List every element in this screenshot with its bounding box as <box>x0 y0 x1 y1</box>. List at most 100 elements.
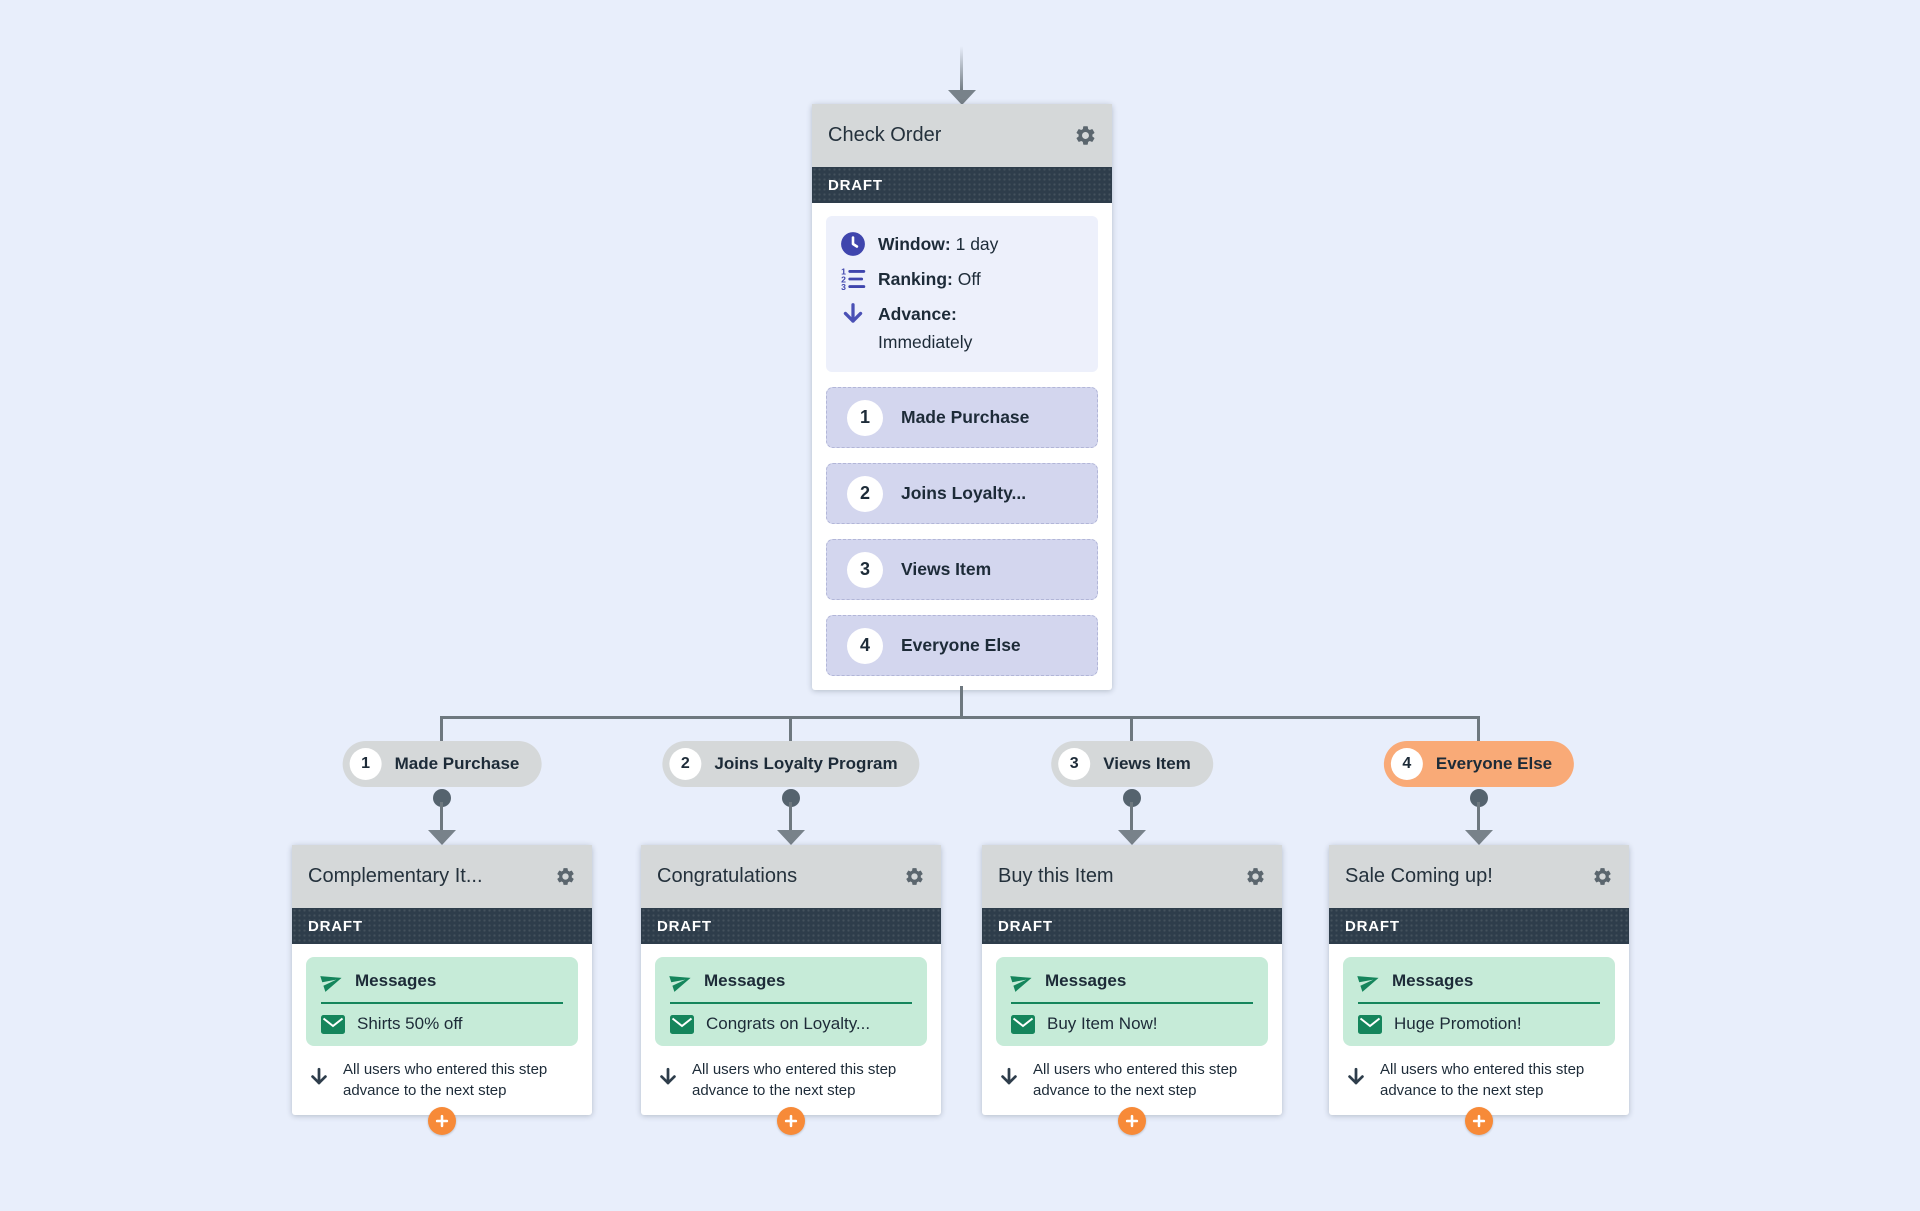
connector-stub-2 <box>789 716 792 743</box>
connector-drop-line-3 <box>1130 802 1133 832</box>
add-step-button[interactable] <box>1465 1107 1493 1135</box>
message-node-header[interactable]: Buy this Item <box>982 845 1282 908</box>
messages-panel[interactable]: Messages Huge Promotion! <box>1343 957 1615 1046</box>
setting-window-label: Window: <box>878 234 951 254</box>
message-status-badge: DRAFT <box>982 908 1282 944</box>
envelope-icon <box>1358 1014 1382 1034</box>
messages-header: Messages <box>1010 970 1253 992</box>
advance-down-arrow-icon <box>1345 1066 1369 1088</box>
gear-icon <box>556 868 574 885</box>
connector-stub-1 <box>440 716 443 743</box>
messages-section-label: Messages <box>1392 971 1474 990</box>
trigger-branch-row-4[interactable]: 4 Everyone Else <box>826 615 1098 676</box>
message-status-badge: DRAFT <box>1329 908 1629 944</box>
add-step-button[interactable] <box>428 1107 456 1135</box>
envelope-icon <box>1011 1014 1035 1034</box>
pill-label: Everyone Else <box>1435 754 1553 773</box>
branch-pill-made-purchase[interactable]: 1 Made Purchase <box>342 741 542 787</box>
trigger-settings-button[interactable] <box>1073 124 1097 148</box>
messages-divider <box>1358 1002 1600 1004</box>
connector-stub-3 <box>1130 716 1133 743</box>
message-settings-button[interactable] <box>1243 865 1267 889</box>
connector-arrowhead-1-icon <box>428 830 456 845</box>
message-row[interactable]: Congrats on Loyalty... <box>670 1014 912 1034</box>
message-settings-button[interactable] <box>902 865 926 889</box>
messages-header: Messages <box>1357 970 1600 992</box>
connector-arrowhead-3-icon <box>1118 830 1146 845</box>
messages-panel[interactable]: Messages Buy Item Now! <box>996 957 1268 1046</box>
plus-icon <box>435 1114 449 1128</box>
message-status-label: DRAFT <box>998 917 1053 935</box>
message-node-title: Buy this Item <box>998 865 1114 887</box>
trigger-status-label: DRAFT <box>828 176 883 194</box>
trigger-node-header[interactable]: Check Order <box>812 104 1112 167</box>
connector-dot-1 <box>433 789 451 807</box>
branch-number-badge: 3 <box>847 551 883 588</box>
add-step-button[interactable] <box>777 1107 805 1135</box>
trigger-branch-row-3[interactable]: 3 Views Item <box>826 539 1098 600</box>
gear-icon <box>1076 126 1094 145</box>
advance-note: All users who entered this step advance … <box>1033 1061 1238 1099</box>
plus-icon <box>1472 1114 1486 1128</box>
branch-pill-joins-loyalty-program[interactable]: 2 Joins Loyalty Program <box>662 741 920 787</box>
message-node-header[interactable]: Congratulations <box>641 845 941 908</box>
messages-panel[interactable]: Messages Congrats on Loyalty... <box>655 957 927 1046</box>
advance-row: All users who entered this step advance … <box>655 1059 927 1101</box>
message-node-title: Congratulations <box>657 865 798 887</box>
branch-row-label: Made Purchase <box>901 407 1030 427</box>
trigger-branch-row-1[interactable]: 1 Made Purchase <box>826 387 1098 448</box>
advance-row: All users who entered this step advance … <box>306 1059 578 1101</box>
add-step-button[interactable] <box>1118 1107 1146 1135</box>
message-node-header[interactable]: Complementary It... <box>292 845 592 908</box>
message-node-header[interactable]: Sale Coming up! <box>1329 845 1629 908</box>
message-status-label: DRAFT <box>1345 917 1400 935</box>
message-node-body: Messages Buy Item Now! All users who ent… <box>982 944 1282 1135</box>
message-row[interactable]: Shirts 50% off <box>321 1014 563 1034</box>
message-row[interactable]: Huge Promotion! <box>1358 1014 1600 1034</box>
send-icon <box>320 976 342 992</box>
connector-incoming-arrowhead-icon <box>948 90 976 105</box>
branch-row-label: Joins Loyalty... <box>901 483 1027 503</box>
svg-text:2: 2 <box>841 274 846 284</box>
setting-advance-text: Advance:Immediately <box>878 300 972 356</box>
advance-note: All users who entered this step advance … <box>343 1061 548 1099</box>
connector-arrowhead-4-icon <box>1465 830 1493 845</box>
advance-row: All users who entered this step advance … <box>1343 1059 1615 1101</box>
branch-pill-views-item[interactable]: 3 Views Item <box>1051 741 1213 787</box>
connector-stub-4 <box>1477 716 1480 743</box>
clock-icon <box>840 231 866 257</box>
branch-pill-everyone-else[interactable]: 4 Everyone Else <box>1383 741 1575 787</box>
message-status-label: DRAFT <box>308 917 363 935</box>
branch-row-label: Views Item <box>901 559 992 579</box>
branch-number-badge: 2 <box>847 475 883 512</box>
pill-number-badge: 1 <box>349 748 382 780</box>
messages-panel[interactable]: Messages Shirts 50% off <box>306 957 578 1046</box>
message-node-title: Sale Coming up! <box>1345 865 1493 887</box>
pill-number-badge: 3 <box>1058 748 1091 780</box>
connector-incoming-line <box>960 46 963 92</box>
setting-row-window: Window: 1 day <box>840 230 1086 258</box>
plus-icon <box>1125 1114 1139 1128</box>
svg-text:3: 3 <box>841 282 846 292</box>
setting-window-value: 1 day <box>955 234 999 254</box>
message-title: Congrats on Loyalty... <box>706 1014 871 1033</box>
message-row[interactable]: Buy Item Now! <box>1011 1014 1253 1034</box>
advance-down-arrow-icon <box>308 1066 332 1088</box>
messages-header: Messages <box>669 970 912 992</box>
connector-trunk-line <box>960 686 963 718</box>
message-node-congratulations: Congratulations DRAFT Messages Congrats … <box>641 845 941 1135</box>
branch-number-badge: 1 <box>847 399 883 436</box>
trigger-branch-row-2[interactable]: 2 Joins Loyalty... <box>826 463 1098 524</box>
messages-header: Messages <box>320 970 563 992</box>
message-status-badge: DRAFT <box>641 908 941 944</box>
message-node-title: Complementary It... <box>308 865 483 887</box>
message-node-body: Messages Congrats on Loyalty... All user… <box>641 944 941 1135</box>
message-settings-button[interactable] <box>1590 865 1614 889</box>
gear-icon <box>1246 868 1264 885</box>
message-settings-button[interactable] <box>553 865 577 889</box>
